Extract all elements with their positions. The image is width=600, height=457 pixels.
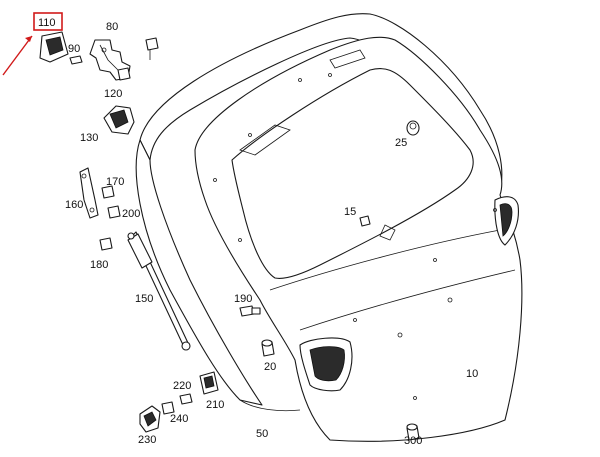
label-120: 120 <box>104 88 122 100</box>
part-180-screw <box>99 237 113 251</box>
label-25: 25 <box>395 137 407 149</box>
part-120-screw <box>117 67 131 81</box>
label-150: 150 <box>135 293 153 305</box>
part-240-nut <box>161 401 175 415</box>
part-15-clip <box>359 215 371 227</box>
part-150-gas-strut <box>127 231 191 351</box>
highlight-arrowhead <box>25 36 32 42</box>
highlight-arrow <box>2 35 33 76</box>
part-25-bumper <box>406 120 420 136</box>
label-80: 80 <box>106 21 118 33</box>
part-200-screw <box>107 205 121 219</box>
label-230: 230 <box>138 434 156 446</box>
part-210-latch <box>199 371 219 395</box>
part-230-lock <box>139 405 161 433</box>
label-220: 220 <box>173 380 191 392</box>
label-50: 50 <box>256 428 268 440</box>
part-170-screw <box>101 185 115 199</box>
label-190: 190 <box>234 293 252 305</box>
label-210: 210 <box>206 399 224 411</box>
label-20: 20 <box>264 361 276 373</box>
part-labels: 110 80 90 120 130 170 160 200 180 150 19… <box>38 17 478 447</box>
label-160: 160 <box>65 199 83 211</box>
part-110-hinge-bracket <box>39 31 69 63</box>
part-110-highlight-box <box>33 12 63 31</box>
label-10: 10 <box>466 368 478 380</box>
part-90-screw <box>69 55 83 65</box>
part-130-bracket <box>103 105 135 135</box>
part-220-screw <box>179 393 193 405</box>
label-170: 170 <box>106 176 124 188</box>
label-200: 200 <box>122 208 140 220</box>
part-300-plug <box>406 423 420 441</box>
label-180: 180 <box>90 259 108 271</box>
label-15: 15 <box>344 206 356 218</box>
part-80-bolt <box>145 37 159 60</box>
label-110: 110 <box>38 17 56 29</box>
part-20-buffer <box>261 339 275 357</box>
part-160-bracket <box>79 167 99 219</box>
part-190-bolt <box>239 305 261 317</box>
label-130: 130 <box>80 132 98 144</box>
label-240: 240 <box>170 413 188 425</box>
label-300: 300 <box>404 435 422 447</box>
tailgate-inner-panel <box>194 36 523 442</box>
label-90: 90 <box>68 43 80 55</box>
